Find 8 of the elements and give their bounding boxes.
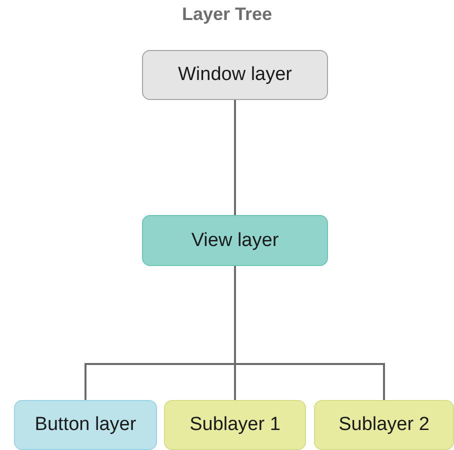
layer-box: View layer bbox=[142, 215, 328, 266]
layer-box: Sublayer 1 bbox=[164, 400, 306, 450]
diagram-title: Layer Tree bbox=[180, 4, 274, 25]
connector-line bbox=[234, 100, 236, 215]
connector-line bbox=[234, 266, 385, 400]
layer-box: Sublayer 2 bbox=[314, 400, 454, 450]
layer-box: Button layer bbox=[14, 400, 157, 450]
layer-box: Window layer bbox=[142, 50, 328, 100]
